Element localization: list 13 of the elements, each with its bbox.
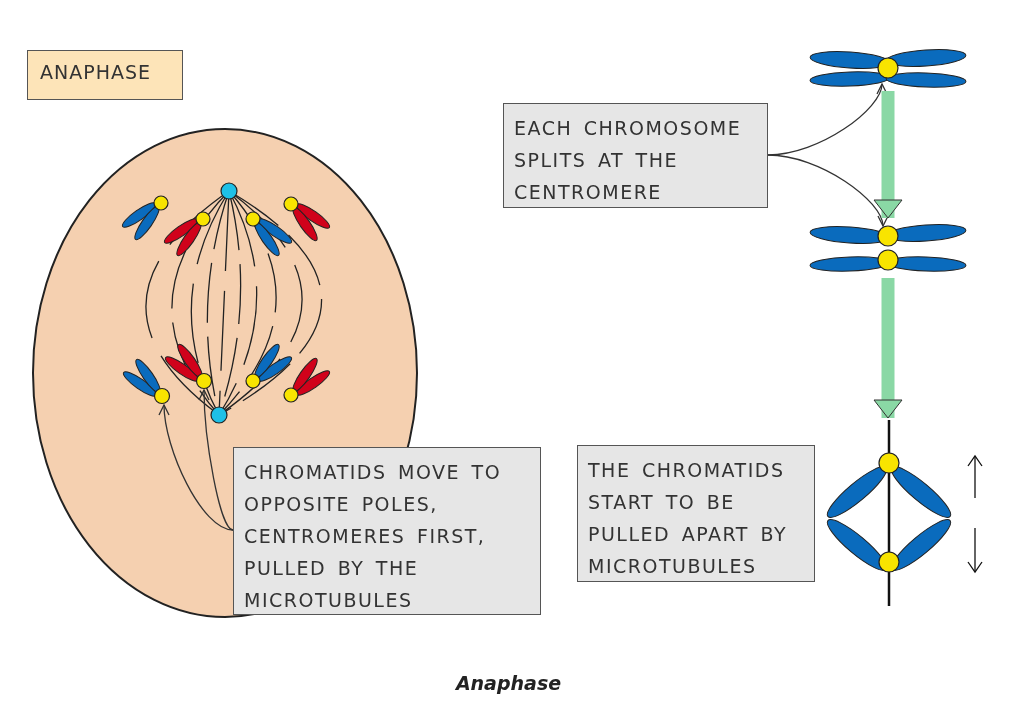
arrow xyxy=(873,91,903,219)
note-text: THE CHROMATIDS START TO BE PULLED APART BY MICROTUBULES xyxy=(588,458,788,579)
stage-label: ANAPHASE xyxy=(40,61,152,83)
leader-line xyxy=(767,154,887,227)
arrow xyxy=(873,278,903,419)
stage-label-box xyxy=(27,50,183,100)
note-box xyxy=(233,447,541,615)
note-box xyxy=(577,445,815,582)
note-box xyxy=(503,103,768,208)
note-text: EACH CHROMOSOME SPLITS AT THE CENTROMERE xyxy=(514,116,743,205)
caption: Anaphase xyxy=(454,672,563,694)
leader-line xyxy=(198,389,234,531)
note-text: CHROMATIDS MOVE TO OPPOSITE POLES, CENTROMERES FIRST, PULLED BY THE MICROTUBULES xyxy=(244,460,503,613)
